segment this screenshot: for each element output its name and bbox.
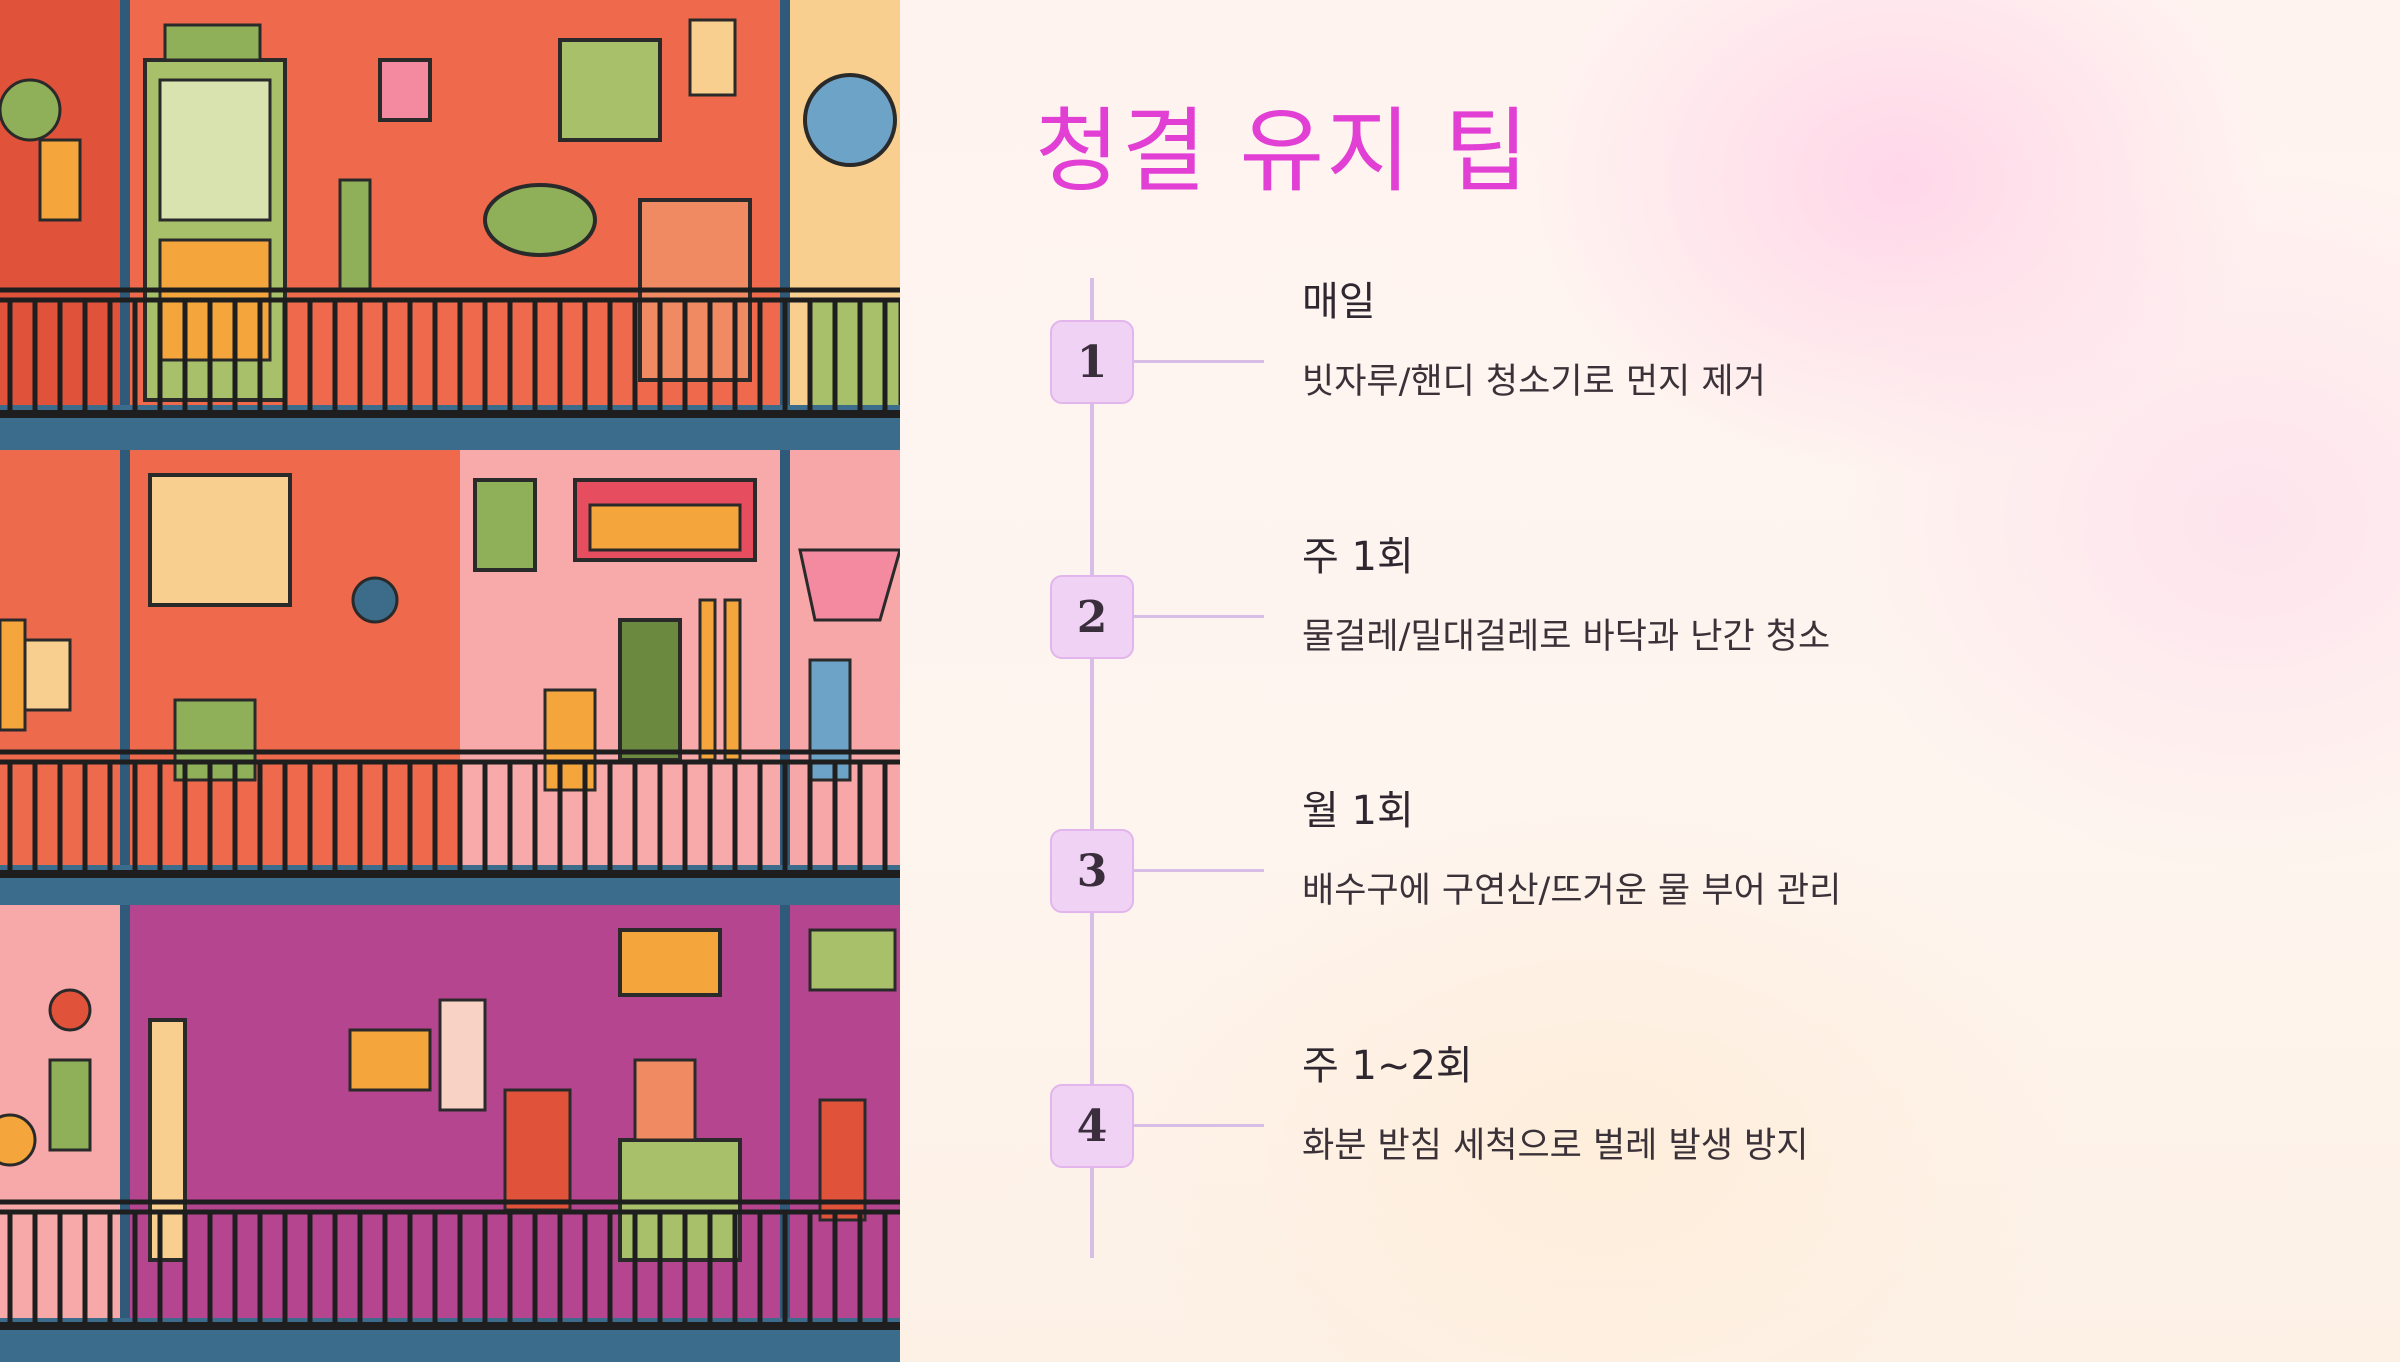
step-heading: 주 1~2회 bbox=[1302, 1043, 1473, 1089]
content-panel: 청결 유지 팁 1 매일 빗자루/핸디 청소기로 먼지 제거 2 주 1회 물걸… bbox=[900, 0, 2400, 1362]
step-connector bbox=[1134, 360, 1264, 363]
balcony-illustration bbox=[0, 0, 900, 1362]
step-description: 화분 받침 세척으로 벌레 발생 방지 bbox=[1302, 1126, 1809, 1166]
step-heading: 월 1회 bbox=[1302, 788, 1414, 834]
timeline-step-1: 1 매일 빗자루/핸디 청소기로 먼지 제거 bbox=[900, 279, 2400, 520]
step-connector bbox=[1134, 869, 1264, 872]
step-number-badge: 2 bbox=[1050, 575, 1134, 659]
step-description: 물걸레/밀대걸레로 바닥과 난간 청소 bbox=[1302, 617, 1831, 657]
step-number-badge: 3 bbox=[1050, 829, 1134, 913]
timeline-step-3: 3 월 1회 배수구에 구연산/뜨거운 물 부어 관리 bbox=[900, 788, 2400, 1029]
step-heading: 주 1회 bbox=[1302, 534, 1414, 580]
step-number-badge: 4 bbox=[1050, 1084, 1134, 1168]
timeline-step-2: 2 주 1회 물걸레/밀대걸레로 바닥과 난간 청소 bbox=[900, 534, 2400, 775]
step-description: 배수구에 구연산/뜨거운 물 부어 관리 bbox=[1302, 871, 1842, 911]
step-connector bbox=[1134, 615, 1264, 618]
step-number-badge: 1 bbox=[1050, 320, 1134, 404]
step-connector bbox=[1134, 1124, 1264, 1127]
step-heading: 매일 bbox=[1302, 279, 1376, 325]
step-description: 빗자루/핸디 청소기로 먼지 제거 bbox=[1302, 362, 1766, 402]
timeline-step-4: 4 주 1~2회 화분 받침 세척으로 벌레 발생 방지 bbox=[900, 1043, 2400, 1284]
page-title: 청결 유지 팁 bbox=[1035, 98, 1531, 205]
timeline-line bbox=[1090, 278, 1094, 1258]
